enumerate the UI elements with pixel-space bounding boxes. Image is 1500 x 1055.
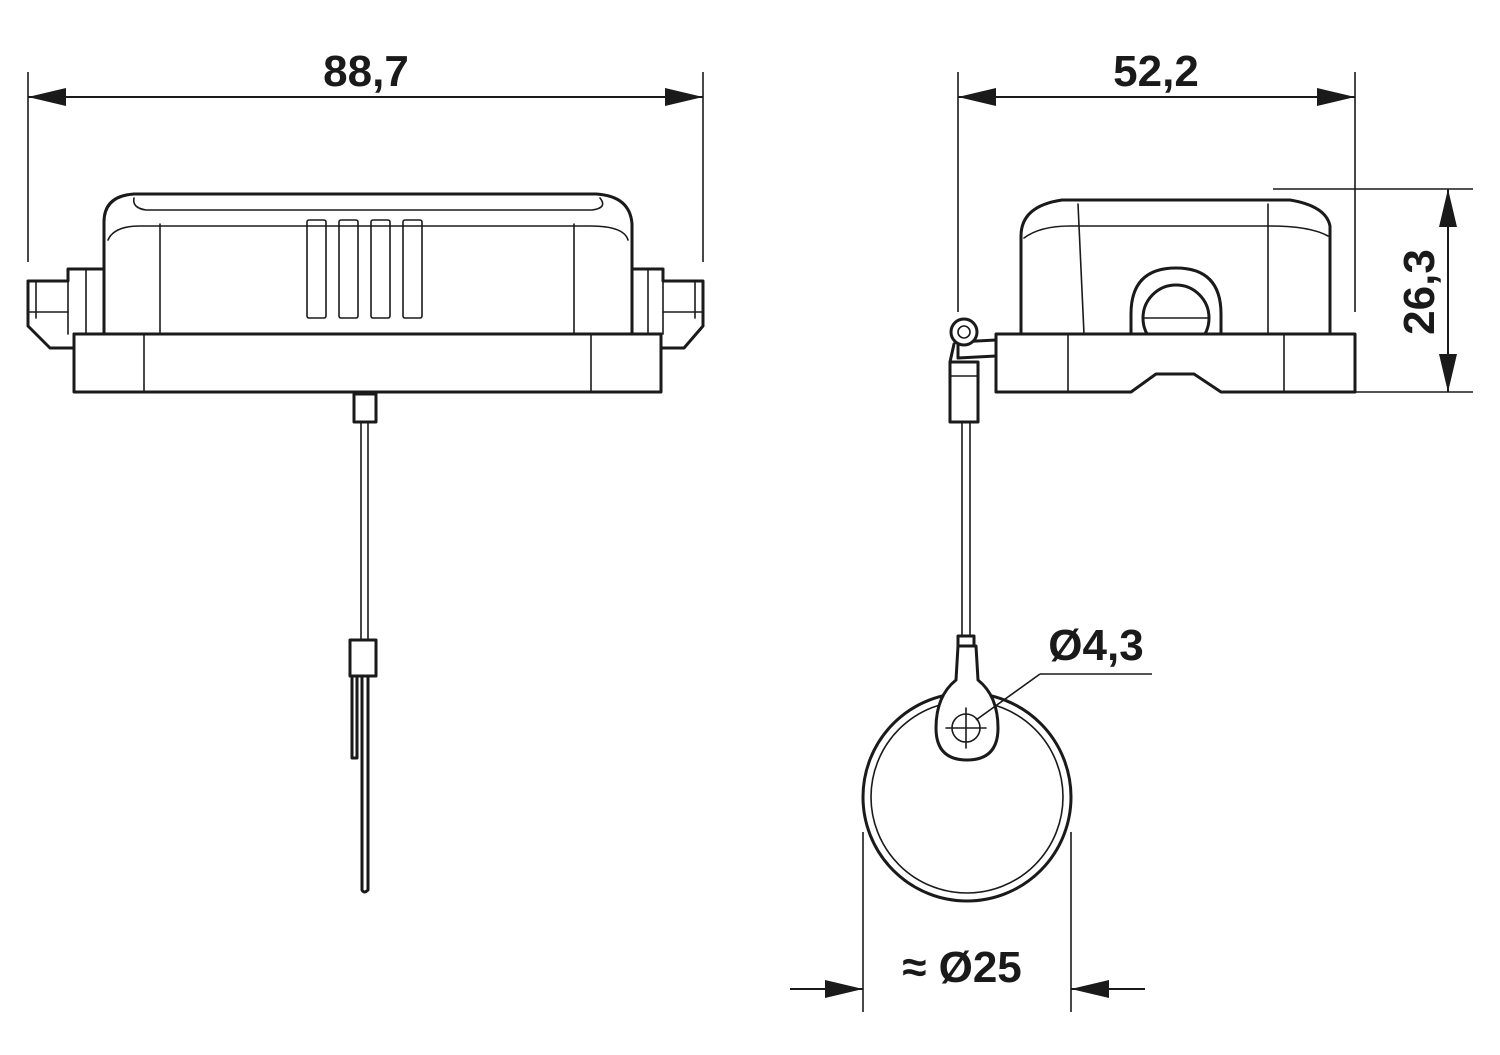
side-width-label: 52,2 (1113, 47, 1199, 96)
front-housing-top (102, 192, 634, 336)
dimension-disk-diameter: ≈ Ø25 (790, 832, 1145, 1012)
dimension-side-width: 52,2 (957, 47, 1356, 312)
front-base-plate (72, 332, 663, 394)
front-lanyard (348, 392, 378, 894)
dimension-side-height: 26,3 (1273, 188, 1473, 393)
side-view: 52,2 26,3 (790, 47, 1473, 1012)
dimension-front-width: 88,7 (27, 47, 704, 262)
front-vent-slots (306, 219, 423, 319)
front-width-label: 88,7 (323, 47, 409, 96)
ring-hole-label: Ø4,3 (1048, 621, 1143, 670)
side-lanyard (948, 317, 998, 648)
side-height-label: 26,3 (1395, 249, 1444, 335)
front-view: 88,7 (26, 47, 705, 894)
disk-diameter-label: ≈ Ø25 (902, 943, 1022, 992)
dimension-ring-hole: Ø4,3 (975, 621, 1152, 721)
side-ring-lug (934, 644, 1000, 762)
side-base-plate (994, 332, 1357, 394)
